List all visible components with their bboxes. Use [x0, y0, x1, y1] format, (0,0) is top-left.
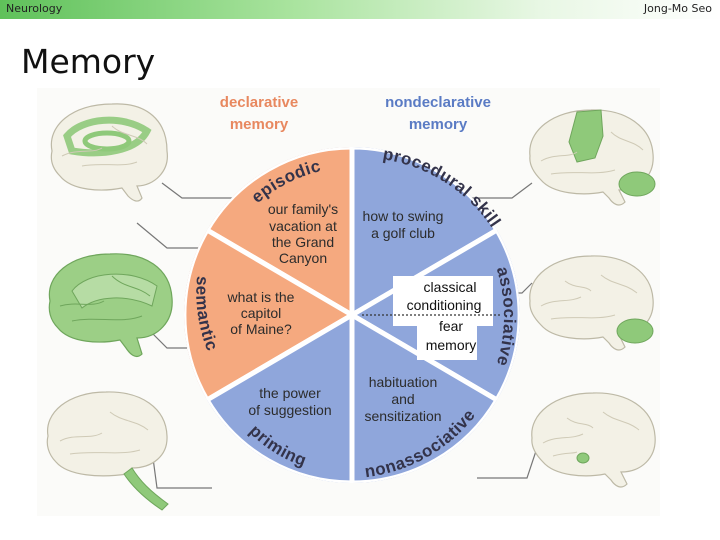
associative-overlay-top — [393, 276, 493, 326]
heading-nondeclarative-1: nondeclarative — [385, 94, 491, 111]
text-priming-2: of suggestion — [248, 402, 331, 418]
text-priming-1: the power — [259, 385, 321, 401]
heading-declarative-1: declarative — [220, 94, 298, 111]
slide-title: Memory — [21, 42, 156, 81]
text-semantic-2: capitol — [241, 305, 281, 321]
segment-semantic — [184, 226, 357, 404]
text-episodic-3: the Grand — [272, 234, 334, 250]
header-bar: Neurology Jong-Mo Seo — [0, 0, 720, 19]
brain-procedural-icon — [529, 109, 656, 206]
brain-episodic-icon — [50, 103, 168, 202]
segment-episodic — [203, 147, 355, 320]
text-associative-2: conditioning — [407, 297, 482, 313]
text-associative-3: fear — [439, 318, 463, 334]
segment-priming — [203, 310, 355, 483]
text-nonassociative-2: and — [391, 391, 414, 407]
associative-overlay-bottom — [417, 320, 477, 360]
heading-declarative-2: memory — [230, 116, 289, 133]
text-nonassociative-1: habituation — [369, 374, 438, 390]
author-name: Jong-Mo Seo — [643, 2, 712, 15]
brain-nonassociative-icon — [531, 392, 656, 488]
text-semantic-1: what is the — [227, 289, 295, 305]
brain-priming-icon — [46, 391, 169, 511]
brain-associative-icon — [529, 255, 654, 351]
text-associative-4: memory — [426, 337, 477, 353]
segment-procedural — [349, 147, 501, 320]
text-episodic-2: vacation at — [269, 218, 337, 234]
brain-semantic-icon — [48, 253, 173, 358]
course-name: Neurology — [6, 2, 63, 15]
memory-wheel — [184, 147, 520, 483]
text-procedural-2: a golf club — [371, 225, 435, 241]
text-associative-1: classical — [424, 279, 477, 295]
text-procedural-1: how to swing — [363, 208, 444, 224]
text-episodic-4: Canyon — [279, 250, 327, 266]
memory-diagram: declarative memory nondeclarative memory… — [37, 88, 660, 516]
text-semantic-3: of Maine? — [230, 321, 292, 337]
heading-nondeclarative-2: memory — [409, 116, 468, 133]
segment-nonassociative — [349, 310, 501, 483]
text-episodic-1: our family's — [268, 201, 338, 217]
text-nonassociative-3: sensitization — [364, 408, 441, 424]
